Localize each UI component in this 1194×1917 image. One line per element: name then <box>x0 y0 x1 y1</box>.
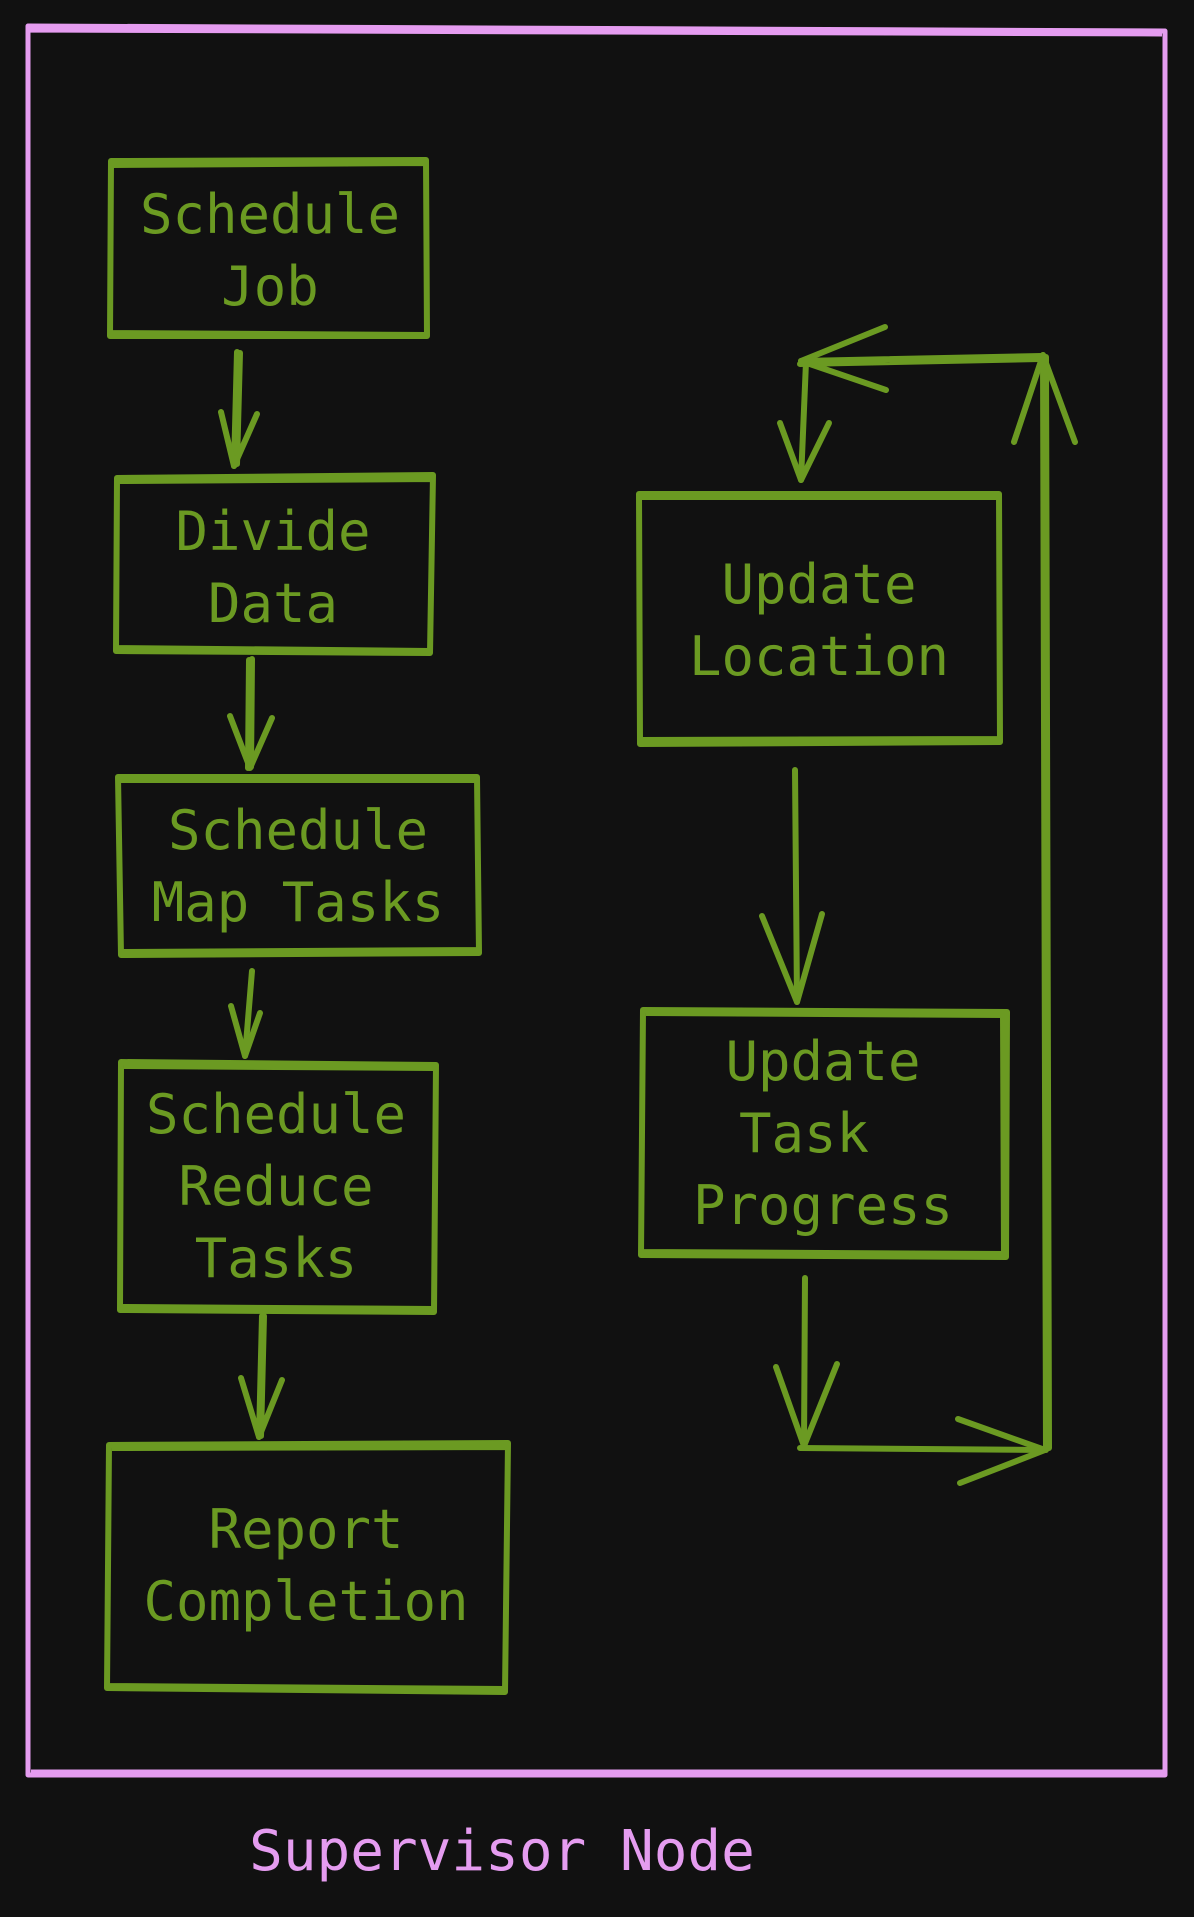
node-label-line: Completion <box>143 1570 468 1633</box>
node-label-line: Divide <box>175 500 370 563</box>
node-label-line: Report <box>208 1498 403 1561</box>
arrow-update-location-to-update-task-progress <box>759 767 825 1005</box>
node-report-completion: Report Completion <box>104 1440 511 1695</box>
arrow-divide-data-to-schedule-map-tasks <box>227 656 275 771</box>
node-label-line: Update <box>721 553 916 616</box>
node-update-location: Update Location <box>636 491 1003 747</box>
node-schedule-map-tasks: Schedule Map Tasks <box>115 774 482 958</box>
node-label-line: Update <box>725 1030 920 1093</box>
node-label-line: Job <box>221 255 319 318</box>
node-label-line: Map Tasks <box>152 871 445 934</box>
arrow-schedule-reduce-tasks-to-report-completion <box>238 1313 285 1440</box>
node-label-line: Reduce <box>178 1155 373 1218</box>
node-label-line: Data <box>208 572 338 635</box>
node-label-line: Schedule <box>140 183 400 246</box>
node-label-line: Location <box>689 625 949 688</box>
node-divide-data: Divide Data <box>113 472 436 656</box>
diagram-caption: Supervisor Node <box>249 1819 755 1884</box>
supervisor-node-frame <box>25 23 1168 1778</box>
arrow-loop-back-to-update-location <box>773 324 1078 1486</box>
node-schedule-reduce-tasks: Schedule Reduce Tasks <box>117 1059 439 1315</box>
arrow-schedule-map-tasks-to-schedule-reduce-tasks <box>228 968 263 1059</box>
node-label-line: Progress <box>693 1174 953 1237</box>
node-schedule-job: Schedule Job <box>107 157 430 339</box>
node-update-task-progress: Update Task Progress <box>638 1007 1010 1260</box>
node-label-line: Tasks <box>195 1227 358 1290</box>
node-label-line: Schedule <box>146 1083 406 1146</box>
node-label-line: Schedule <box>168 799 428 862</box>
arrow-schedule-job-to-divide-data <box>218 349 260 469</box>
node-label-line: Task <box>739 1102 869 1165</box>
